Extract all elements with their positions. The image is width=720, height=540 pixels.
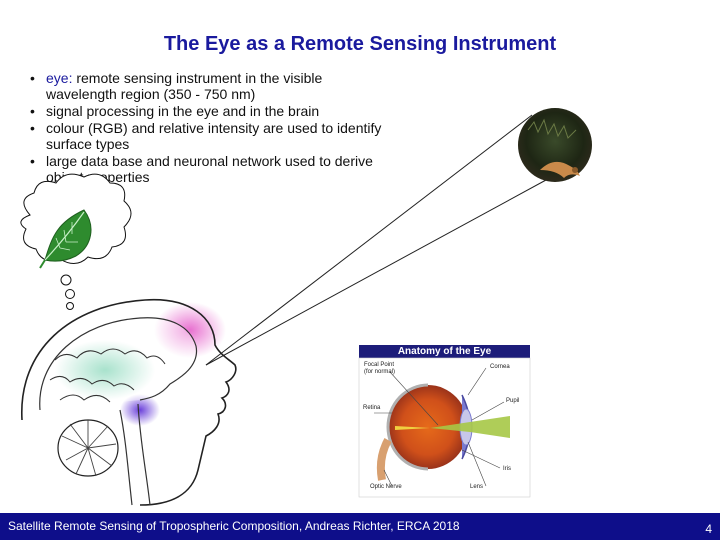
label-retina: Retina (363, 405, 381, 411)
eye-diagram-title: Anatomy of the Eye (397, 346, 492, 357)
bullet-lead: eye: (46, 70, 73, 86)
footer-text: Satellite Remote Sensing of Tropospheric… (8, 519, 460, 533)
bullet-list: • eye: remote sensing instrument in the … (30, 70, 390, 186)
eye-diagram-header: Anatomy of the Eye (359, 345, 530, 358)
bullet-dot: • (30, 120, 35, 136)
label-focal-sub: (for normal) (364, 369, 396, 375)
bullet-dot: • (30, 70, 35, 86)
footer-bar: Satellite Remote Sensing of Tropospheric… (0, 513, 720, 540)
label-focal-point: Focal Point (364, 362, 395, 368)
label-iris: Iris (503, 466, 511, 472)
brain-head-icon (21, 298, 237, 506)
label-cornea: Cornea (490, 364, 510, 370)
label-pupil: Pupil (506, 398, 520, 404)
bullet-item: • signal processing in the eye and in th… (30, 103, 390, 119)
label-optic-nerve: Optic Nerve (370, 484, 402, 490)
slide-title: The Eye as a Remote Sensing Instrument (163, 33, 557, 55)
bullet-item: • colour (RGB) and relative intensity ar… (30, 120, 390, 152)
bullet-text: colour (RGB) and relative intensity are … (46, 120, 382, 152)
bullet-text: remote sensing instrument in the visible… (46, 70, 323, 102)
bullet-dot: • (30, 103, 35, 119)
label-lens: Lens (470, 484, 484, 490)
bullet-text: signal processing in the eye and in the … (46, 103, 320, 119)
leaf-icon (39, 209, 92, 269)
page-number: 4 (705, 522, 712, 536)
sight-lines (205, 114, 547, 366)
bullet-item: • eye: remote sensing instrument in the … (30, 70, 390, 102)
eye-photo-icon (518, 108, 592, 182)
bullet-dot: • (30, 153, 35, 169)
